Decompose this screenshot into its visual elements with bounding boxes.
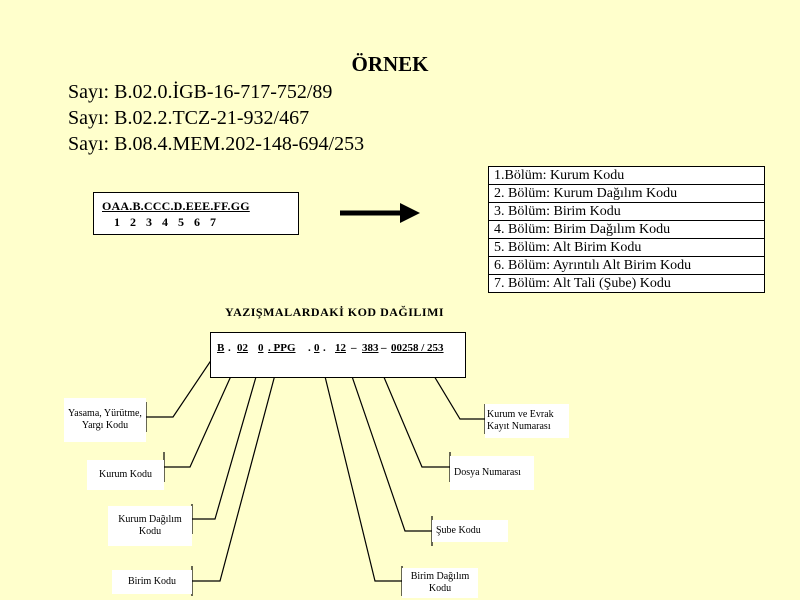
code-dot: . — [308, 342, 311, 354]
label-kurum-kodu: Kurum Kodu — [87, 460, 164, 490]
legend-item: 4. Bölüm: Birim Dağılım Kodu — [489, 221, 764, 239]
legend-item: 3. Bölüm: Birim Kodu — [489, 203, 764, 221]
code-part-b: B — [217, 342, 225, 354]
code-part-02: 02 — [237, 342, 248, 354]
code-part-12: 12 — [335, 342, 346, 354]
code-dot: . — [228, 342, 231, 354]
label-dosya-no: Dosya Numarası — [450, 456, 534, 490]
code-part-0: 0 — [258, 342, 264, 354]
label-kurum-evrak: Kurum ve Evrak Kayıt Numarası — [485, 404, 569, 438]
code-dash: – — [381, 342, 387, 354]
legend-item: 1.Bölüm: Kurum Kodu — [489, 167, 764, 185]
connector-yasama — [146, 355, 215, 418]
code-part-ppg: . PPG — [268, 342, 296, 354]
sayi-line-2: Sayı: B.02.2.TCZ-21-932/467 — [68, 107, 310, 129]
code-pattern-box: OAA.B.CCC.D.EEE.FF.GG 1 2 3 4 5 6 7 — [93, 192, 299, 235]
code-pattern-numbers: 1 2 3 4 5 6 7 — [114, 215, 216, 229]
code-pattern: OAA.B.CCC.D.EEE.FF.GG — [102, 199, 250, 213]
page-title: ÖRNEK — [351, 52, 429, 76]
code-dot: . — [323, 342, 326, 354]
legend-item: 6. Bölüm: Ayrıntılı Alt Birim Kodu — [489, 257, 764, 275]
label-sube-kodu: Şube Kodu — [432, 520, 508, 542]
label-birim-kodu: Birim Kodu — [112, 570, 192, 594]
right-arrow-icon — [340, 203, 420, 223]
code-dash: – — [351, 342, 357, 354]
code-part-0b: 0 — [314, 342, 320, 354]
connector-kurum-kodu — [164, 355, 241, 468]
legend-item: 2. Bölüm: Kurum Dağılım Kodu — [489, 185, 764, 203]
code-example-box: B . 02 0 . PPG . 0 . 12 – 383 – 00258 / … — [210, 332, 466, 378]
section-legend: 1.Bölüm: Kurum Kodu 2. Bölüm: Kurum Dağı… — [488, 166, 765, 293]
connector-birim-kodu — [192, 355, 281, 582]
diagram-title: YAZIŞMALARDAKİ KOD DAĞILIMI — [225, 305, 445, 319]
label-kurum-dagilim: Kurum Dağılım Kodu — [108, 506, 192, 546]
code-part-383: 383 — [362, 342, 379, 354]
legend-item: 5. Bölüm: Alt Birim Kodu — [489, 239, 764, 257]
connector-birim-dagilim — [319, 355, 402, 582]
code-part-00258: 00258 / 253 — [391, 342, 444, 354]
label-birim-dagilim: Birim Dağılım Kodu — [402, 568, 478, 598]
connector-sube-kodu — [344, 355, 432, 532]
legend-item: 7. Bölüm: Alt Tali (Şube) Kodu — [494, 276, 671, 291]
connector-dosya-no — [374, 355, 450, 468]
sayi-line-3: Sayı: B.08.4.MEM.202-148-694/253 — [68, 133, 365, 155]
label-yasama: Yasama, Yürütme, Yargı Kodu — [64, 398, 146, 442]
connector-kurum-dagilim — [192, 355, 263, 520]
sayi-line-1: Sayı: B.02.0.İGB-16-717-752/89 — [68, 81, 333, 103]
